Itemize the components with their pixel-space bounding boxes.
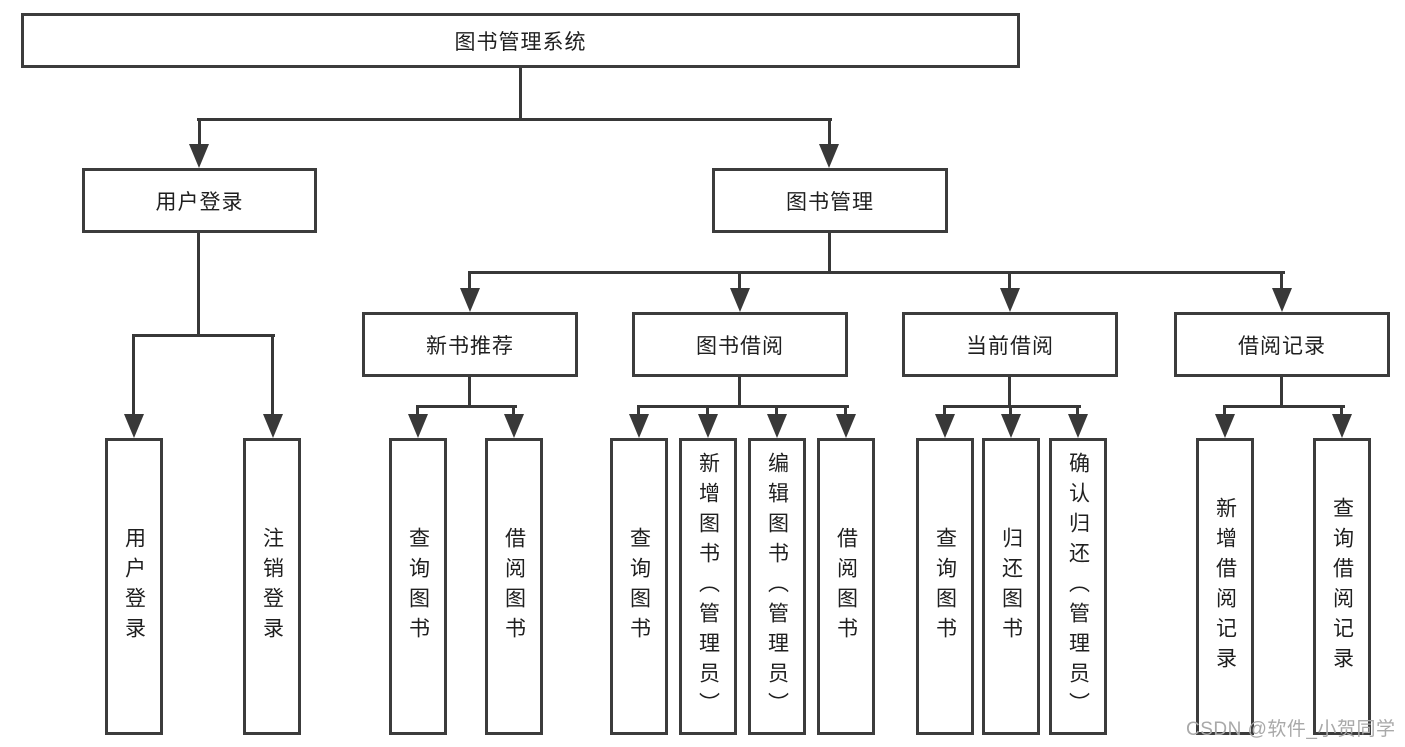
node-label: 图书借阅 (696, 334, 784, 358)
node-label: 新书推荐 (426, 334, 514, 358)
arrowhead (1000, 288, 1020, 312)
node-book-management: 图书管理 (712, 168, 948, 233)
node-label: 用户登录 (155, 190, 244, 214)
node-label: 用户登录 (122, 526, 146, 647)
node-leaf-confirm-return-admin: 确认归还（管理员） (1049, 438, 1107, 735)
connector-line (468, 271, 471, 291)
node-borrowing-records: 借阅记录 (1174, 312, 1390, 377)
node-label: 查询图书 (406, 526, 430, 647)
connector-line (1223, 405, 1345, 408)
connector-line (706, 405, 709, 417)
arrowhead (1272, 288, 1292, 312)
connector-line (197, 233, 200, 337)
node-label: 新增图书（管理员） (696, 451, 720, 722)
node-label: 当前借阅 (966, 334, 1054, 358)
arrowhead (189, 144, 209, 168)
node-leaf-edit-books-admin: 编辑图书（管理员） (748, 438, 806, 735)
node-leaf-query-books-3: 查询图书 (916, 438, 974, 735)
node-current-borrowing: 当前借阅 (902, 312, 1118, 377)
connector-line (468, 271, 1285, 274)
connector-line (1008, 377, 1011, 408)
node-leaf-borrow-books-1: 借阅图书 (485, 438, 543, 735)
connector-line (1280, 271, 1283, 291)
node-leaf-add-borrow-record: 新增借阅记录 (1196, 438, 1254, 735)
connector-line (637, 405, 640, 417)
node-label: 注销登录 (260, 526, 284, 647)
connector-line (828, 233, 831, 274)
connector-line (1340, 405, 1343, 417)
connector-line (271, 334, 274, 418)
arrowhead (1068, 414, 1088, 438)
connector-line (844, 405, 847, 417)
connector-line (198, 118, 201, 150)
connector-line (775, 405, 778, 417)
node-new-book-recommend: 新书推荐 (362, 312, 578, 377)
connector-line (828, 118, 831, 150)
node-label: 图书管理系统 (454, 30, 587, 54)
arrowhead (1215, 414, 1235, 438)
arrowhead (767, 414, 787, 438)
node-leaf-query-borrow-record: 查询借阅记录 (1313, 438, 1371, 735)
connector-line (512, 405, 515, 417)
node-leaf-query-books-1: 查询图书 (389, 438, 447, 735)
connector-line (416, 405, 517, 408)
node-label: 查询借阅记录 (1330, 496, 1354, 677)
node-label: 归还图书 (999, 526, 1023, 647)
node-leaf-return-books: 归还图书 (982, 438, 1040, 735)
node-label: 借阅图书 (834, 526, 858, 647)
node-label: 借阅图书 (502, 526, 526, 647)
node-label: 查询图书 (627, 526, 651, 647)
node-label: 图书管理 (786, 190, 874, 214)
node-leaf-borrow-books-2: 借阅图书 (817, 438, 875, 735)
connector-line (468, 377, 471, 408)
connector-line (519, 68, 522, 121)
arrowhead (730, 288, 750, 312)
arrowhead (698, 414, 718, 438)
connector-line (637, 405, 849, 408)
node-leaf-add-books-admin: 新增图书（管理员） (679, 438, 737, 735)
arrowhead (124, 414, 144, 438)
csdn-watermark: CSDN @软件_小贺同学 (1186, 719, 1396, 740)
connector-line (738, 271, 741, 291)
node-user-login: 用户登录 (82, 168, 317, 233)
node-label: 编辑图书（管理员） (765, 451, 789, 722)
arrowhead (629, 414, 649, 438)
connector-line (738, 377, 741, 408)
node-label: 新增借阅记录 (1213, 496, 1237, 677)
arrowhead (263, 414, 283, 438)
connector-line (1280, 377, 1283, 408)
connector-line (943, 405, 1081, 408)
arrowhead (1332, 414, 1352, 438)
connector-line (943, 405, 946, 417)
arrowhead (819, 144, 839, 168)
node-label: 确认归还（管理员） (1066, 451, 1090, 722)
arrowhead (1001, 414, 1021, 438)
node-leaf-user-login: 用户登录 (105, 438, 163, 735)
connector-line (1223, 405, 1226, 417)
arrowhead (836, 414, 856, 438)
node-library-system: 图书管理系统 (21, 13, 1020, 68)
connector-line (132, 334, 135, 418)
arrowhead (460, 288, 480, 312)
arrowhead (935, 414, 955, 438)
connector-line (1008, 271, 1011, 291)
node-leaf-query-books-2: 查询图书 (610, 438, 668, 735)
connector-line (416, 405, 419, 417)
node-label: 查询图书 (933, 526, 957, 647)
node-leaf-logout: 注销登录 (243, 438, 301, 735)
connector-line (197, 118, 832, 121)
connector-line (132, 334, 275, 337)
arrowhead (408, 414, 428, 438)
connector-line (1009, 405, 1012, 417)
connector-line (1076, 405, 1079, 417)
node-book-borrowing: 图书借阅 (632, 312, 848, 377)
node-label: 借阅记录 (1238, 334, 1326, 358)
arrowhead (504, 414, 524, 438)
